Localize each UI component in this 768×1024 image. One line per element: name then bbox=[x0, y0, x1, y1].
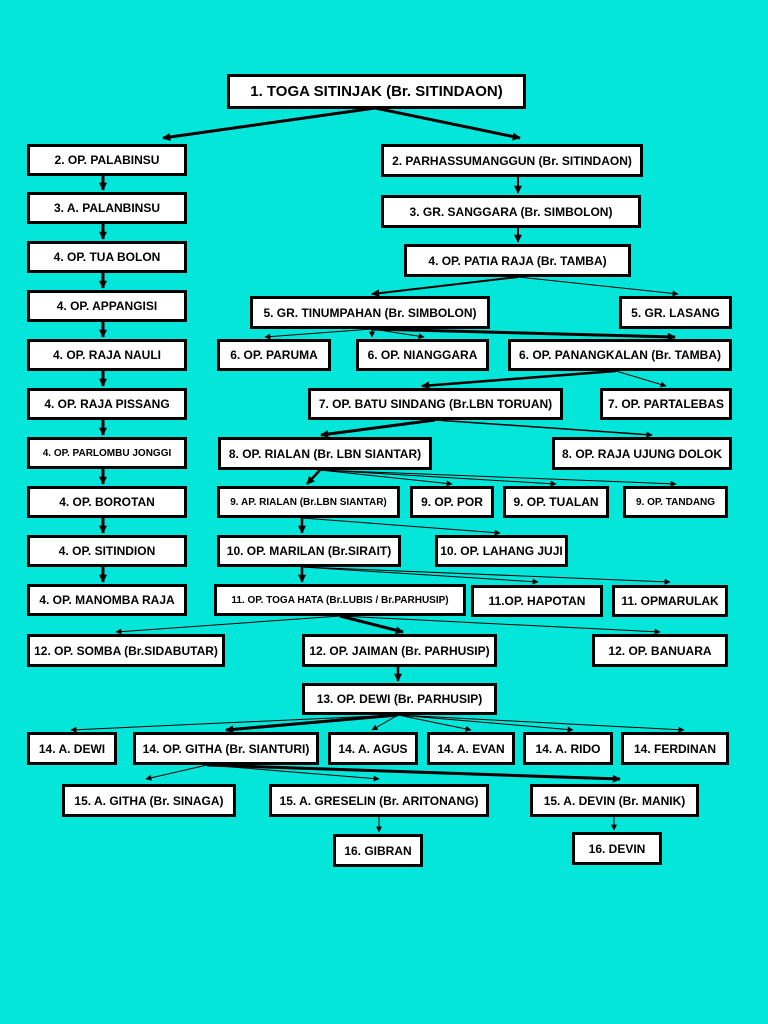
node-op-raja-nauli: 4. OP. RAJA NAULI bbox=[27, 339, 187, 371]
node-ap-rialan: 9. AP. RIALAN (Br.LBN SIANTAR) bbox=[217, 486, 400, 518]
node-toga-sitinjak: 1. TOGA SITINJAK (Br. SITINDAON) bbox=[227, 74, 526, 109]
node-op-lahang-juji: 10. OP. LAHANG JUJI bbox=[435, 535, 568, 567]
node-op-somba: 12. OP. SOMBA (Br.SIDABUTAR) bbox=[27, 634, 225, 667]
connector-arrow bbox=[301, 566, 539, 585]
node-op-batu-sindang: 7. OP. BATU SINDANG (Br.LBN TORUAN) bbox=[308, 388, 563, 420]
connector-arrow bbox=[371, 276, 519, 298]
connector-arrow bbox=[145, 764, 208, 781]
node-parhassumanggun: 2. PARHASSUMANGGUN (Br. SITINDAON) bbox=[381, 144, 643, 177]
node-a-githa: 15. A. GITHA (Br. SINAGA) bbox=[62, 784, 236, 817]
node-gr-lasang: 5. GR. LASANG bbox=[619, 296, 732, 329]
node-a-evan: 14. A. EVAN bbox=[427, 732, 515, 765]
node-op-toga-hata: 11. OP. TOGA HATA (Br.LUBIS / Br.PARHUSI… bbox=[214, 584, 466, 616]
connector-arrow bbox=[320, 418, 436, 439]
connector-arrow bbox=[206, 764, 380, 782]
node-op-borotan: 4. OP. BOROTAN bbox=[27, 486, 187, 518]
node-op-githa: 14. OP. GITHA (Br. SIANTURI) bbox=[133, 732, 319, 765]
node-op-appangisi: 4. OP. APPANGISI bbox=[27, 290, 187, 322]
connector-arrow bbox=[162, 106, 376, 141]
node-op-sitindion: 4. OP. SITINDION bbox=[27, 535, 187, 567]
node-op-partalebas: 7. OP. PARTALEBAS bbox=[600, 388, 732, 420]
node-op-rialan: 8. OP. RIALAN (Br. LBN SIANTAR) bbox=[218, 437, 432, 470]
node-op-raja-pissang: 4. OP. RAJA PISSANG bbox=[27, 388, 187, 420]
node-ferdinan: 14. FERDINAN bbox=[621, 732, 729, 765]
connector-arrow bbox=[615, 370, 667, 388]
node-op-panangkalan: 6. OP. PANANGKALAN (Br. TAMBA) bbox=[508, 339, 732, 371]
node-op-nianggara: 6. OP. NIANGGARA bbox=[356, 339, 489, 371]
node-a-dewi: 14. A. DEWI bbox=[27, 732, 117, 765]
node-op-paruma: 6. OP. PARUMA bbox=[217, 339, 331, 371]
node-gr-sanggara: 3. GR. SANGGARA (Br. SIMBOLON) bbox=[381, 195, 641, 228]
connector-arrow bbox=[319, 469, 557, 487]
node-op-manomba-raja: 4. OP. MANOMBA RAJA bbox=[27, 584, 187, 616]
connector-arrow bbox=[371, 327, 676, 341]
node-a-agus: 14. A. AGUS bbox=[328, 732, 418, 765]
connector-arrow bbox=[397, 714, 472, 732]
node-op-tualan: 9. OP. TUALAN bbox=[503, 486, 609, 518]
connector-arrow bbox=[206, 763, 621, 783]
connector-arrow bbox=[306, 469, 321, 485]
node-op-hapotan: 11.OP. HAPOTAN bbox=[471, 585, 603, 617]
connector-arrow bbox=[434, 419, 653, 438]
connector-arrow bbox=[264, 328, 373, 340]
node-opmarulak: 11. OPMARULAK bbox=[612, 585, 728, 617]
node-a-rido: 14. A. RIDO bbox=[523, 732, 613, 765]
connector-arrow bbox=[374, 106, 521, 141]
connector-arrow bbox=[397, 714, 685, 733]
node-gr-tinumpahan: 5. GR. TINUMPAHAN (Br. SIMBOLON) bbox=[250, 296, 490, 329]
node-op-por: 9. OP. POR bbox=[410, 486, 494, 518]
connector-arrow bbox=[339, 614, 404, 635]
node-op-dewi: 13. OP. DEWI (Br. PARHUSIP) bbox=[302, 683, 497, 715]
node-op-jaiman: 12. OP. JAIMAN (Br. PARHUSIP) bbox=[302, 634, 497, 667]
connector-arrow bbox=[517, 276, 679, 297]
connector-arrow bbox=[319, 469, 677, 487]
node-op-palabinsu: 2. OP. PALABINSU bbox=[27, 144, 187, 176]
connector-arrow bbox=[371, 328, 425, 340]
connector-arrow bbox=[339, 615, 661, 635]
node-op-tandang: 9. OP. TANDANG bbox=[623, 486, 728, 518]
connector-arrow bbox=[421, 369, 617, 390]
node-op-patia-raja: 4. OP. PATIA RAJA (Br. TAMBA) bbox=[404, 244, 631, 277]
node-op-raja-ujung-dolok: 8. OP. RAJA UJUNG DOLOK bbox=[552, 437, 732, 470]
connector-arrow bbox=[397, 714, 574, 733]
connector-arrow bbox=[371, 714, 399, 731]
connector-arrow bbox=[70, 714, 399, 733]
connector-arrow bbox=[319, 469, 453, 487]
node-a-greselin: 15. A. GRESELIN (Br. ARITONANG) bbox=[269, 784, 489, 817]
connector-arrow bbox=[225, 713, 399, 734]
node-devin: 16. DEVIN bbox=[572, 832, 662, 865]
connector-arrow bbox=[115, 615, 341, 635]
node-op-banuara: 12. OP. BANUARA bbox=[592, 634, 728, 667]
node-a-palanbinsu: 3. A. PALANBINSU bbox=[27, 192, 187, 224]
node-op-marilan: 10. OP. MARILAN (Br.SIRAIT) bbox=[217, 535, 401, 567]
node-op-parlombu-jonggi: 4. OP. PARLOMBU JONGGI bbox=[27, 437, 187, 469]
node-gibran: 16. GIBRAN bbox=[333, 834, 423, 867]
connector-arrow bbox=[301, 566, 671, 585]
node-a-devin: 15. A. DEVIN (Br. MANIK) bbox=[530, 784, 699, 817]
node-op-tua-bolon: 4. OP. TUA BOLON bbox=[27, 241, 187, 273]
connector-arrow bbox=[301, 517, 501, 536]
